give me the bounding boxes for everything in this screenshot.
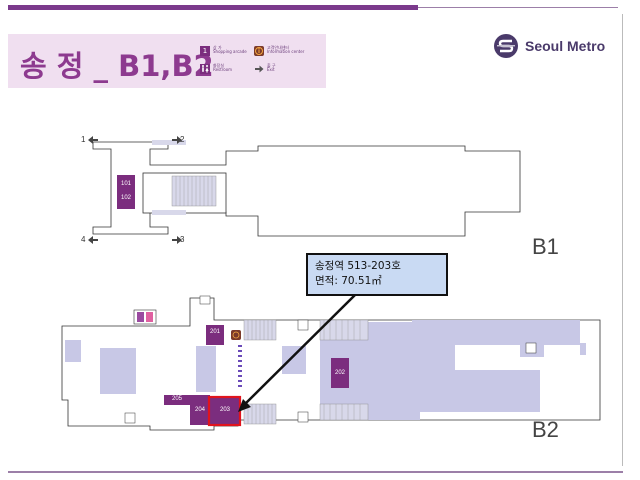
legend-restroom-label: 화장실 Restroom bbox=[213, 63, 233, 72]
legend-info-label: 고객안내센터 Information center bbox=[267, 45, 305, 54]
room-204: 204 bbox=[194, 407, 205, 413]
b1-exit-arrows bbox=[88, 136, 182, 244]
room-202: 202 bbox=[334, 370, 345, 376]
callout-leader-line bbox=[243, 294, 356, 406]
b2-floor-plan bbox=[61, 295, 601, 431]
info-center-icon bbox=[254, 46, 264, 56]
callout-area: 면적: 70.51㎡ bbox=[315, 275, 382, 287]
b2-tactile-line bbox=[238, 345, 242, 387]
floor-label-b2: B2 bbox=[532, 417, 559, 442]
legend-shopping-label: 상 가 Shopping arcade bbox=[213, 45, 247, 54]
restroom-icon bbox=[200, 64, 210, 74]
footer-rule bbox=[8, 471, 623, 473]
seoul-metro-logo-icon bbox=[494, 34, 518, 58]
b1-shop-block bbox=[117, 175, 135, 209]
room-205: 205 bbox=[171, 396, 182, 402]
exit-arrow-icon bbox=[254, 64, 264, 74]
legend-exit: 출 구 Exit bbox=[254, 64, 324, 76]
b1-stairs bbox=[152, 140, 217, 215]
unit-callout: 송정역 513-203호 면적: 70.51㎡ bbox=[306, 253, 448, 296]
right-rule bbox=[622, 14, 623, 466]
b1-floor-plan bbox=[92, 141, 521, 237]
legend-shopping: 1 상 가 Shopping arcade bbox=[200, 46, 255, 58]
shopping-icon: 1 bbox=[200, 46, 210, 56]
page-title: 송 정 _ B1,B2 bbox=[20, 49, 214, 83]
legend-exit-label: 출 구 Exit bbox=[267, 63, 276, 72]
floor-label-b1: B1 bbox=[532, 234, 559, 259]
b2-stairs bbox=[243, 319, 369, 425]
title-banner: 송 정 _ B1,B2 1 상 가 Shopping arcade 화장실 Re… bbox=[8, 34, 326, 88]
exit-4-label: 4 bbox=[81, 235, 86, 244]
room-102: 102 bbox=[120, 195, 131, 201]
room-101: 101 bbox=[120, 181, 131, 187]
legend-info: 고객안내센터 Information center bbox=[254, 46, 324, 58]
exit-2-label: 2 bbox=[180, 135, 185, 144]
seoul-metro-logo: Seoul Metro bbox=[493, 34, 613, 58]
room-203: 203 bbox=[219, 407, 230, 413]
exit-3-label: 3 bbox=[180, 235, 185, 244]
exit-1-label: 1 bbox=[81, 135, 86, 144]
header-rule bbox=[418, 7, 618, 8]
header-accent-bar bbox=[8, 5, 418, 10]
callout-unit-number: 송정역 513-203호 bbox=[315, 260, 401, 272]
room-201: 201 bbox=[209, 329, 220, 335]
callout-arrowhead bbox=[238, 399, 251, 412]
logo-text: Seoul Metro bbox=[525, 38, 606, 54]
legend-restroom: 화장실 Restroom bbox=[200, 64, 255, 76]
